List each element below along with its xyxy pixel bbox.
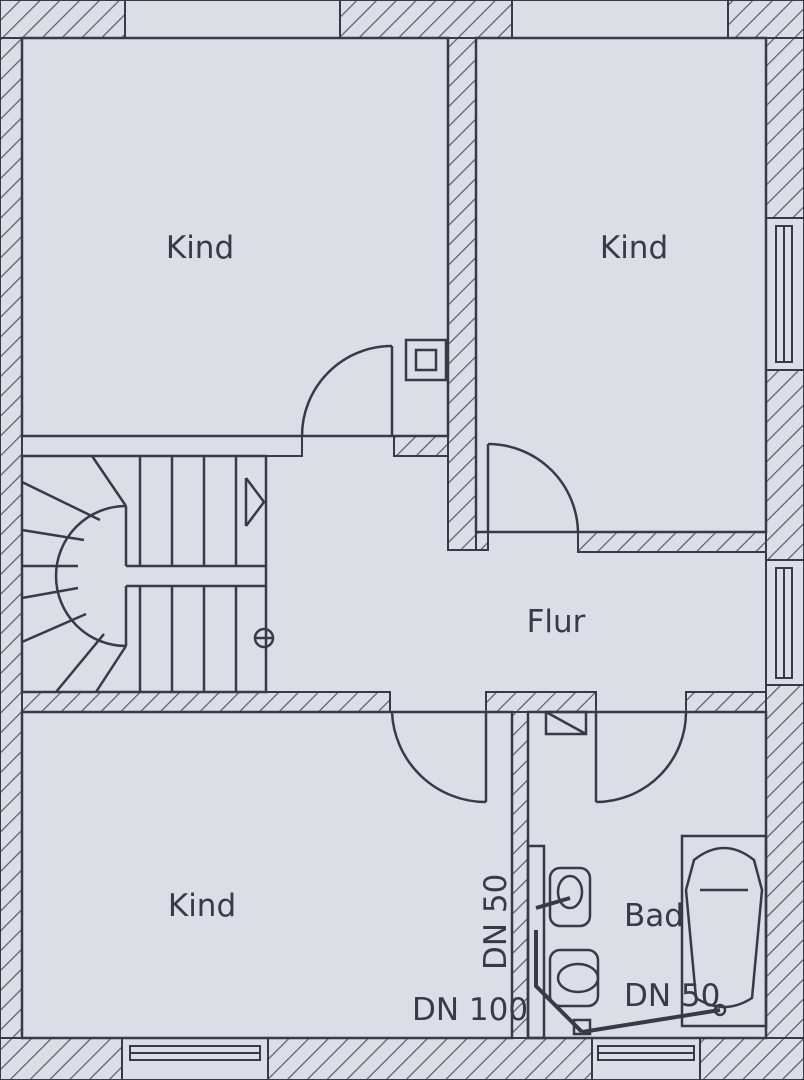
doors	[300, 344, 688, 804]
room-label-kind-top-right: Kind	[600, 230, 668, 266]
pipe-label-dn50-vertical: DN 50	[478, 874, 514, 970]
room-label-flur: Flur	[527, 604, 586, 640]
staircase	[20, 454, 275, 694]
windows	[121, 0, 804, 1080]
pipe-label-dn50-right: DN 50	[624, 978, 720, 1014]
room-label-kind-top-left: Kind	[166, 230, 234, 266]
room-label-kind-bottom: Kind	[168, 888, 236, 924]
chimney-shaft	[404, 338, 448, 382]
pipe-label-dn100: DN 100	[412, 992, 528, 1028]
bathroom-fixtures	[526, 710, 768, 1040]
room-label-bad: Bad	[624, 898, 684, 934]
